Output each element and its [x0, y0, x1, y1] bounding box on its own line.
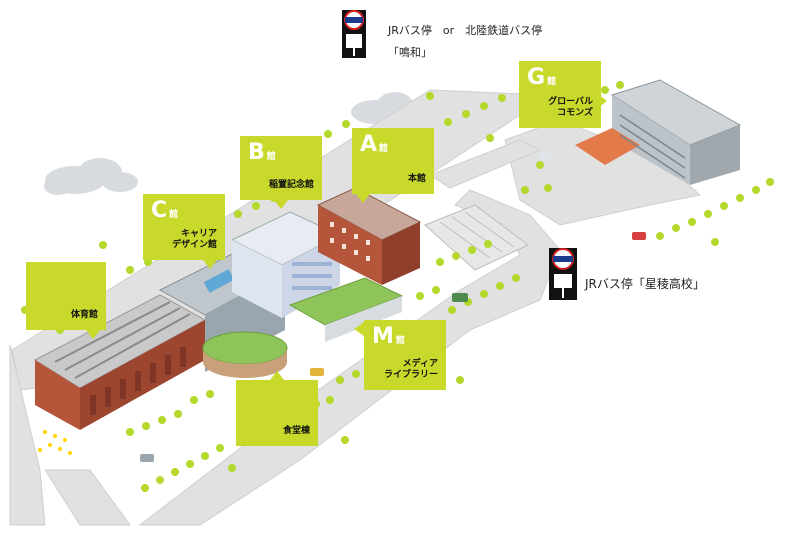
building-g-name: グローバル コモンズ: [548, 96, 593, 119]
bus-stop-sign-icon: [549, 248, 577, 300]
bus-stop-sign-icon: [342, 10, 366, 58]
gymnasium-label[interactable]: 体育館: [26, 262, 106, 339]
building-m-letter: M: [372, 324, 394, 349]
building-c-name: キャリア デザイン館: [171, 228, 217, 251]
building-b-letter: B: [248, 140, 265, 165]
bicycle-parking: [38, 430, 72, 455]
building-m-name: メディア ライブラリー: [383, 358, 438, 381]
gymnasium-building: [33, 294, 207, 430]
media-library-building: [288, 277, 404, 342]
cafeteria-name: 食堂棟: [282, 426, 310, 437]
bus-stop-top-line1: JRバス停 or 北陸鉄道バス停: [388, 24, 543, 37]
cafeteria-label[interactable]: 食堂棟: [236, 371, 318, 446]
parking-lot: [424, 204, 529, 271]
gymnasium-name: 体育館: [70, 310, 98, 321]
main-hall-building: [316, 187, 422, 285]
cafeteria-building: [202, 331, 288, 378]
building-c-letter: C: [151, 198, 168, 223]
building-a-name: 本館: [407, 174, 426, 185]
building-b-name: 稲置記念館: [268, 180, 314, 191]
cars: [140, 152, 646, 462]
building-a-letter: A: [360, 132, 378, 157]
cloud-left: [44, 158, 138, 195]
building-g-letter: G: [527, 65, 546, 90]
bus-stop-top-line2: 「鳴和」: [388, 46, 432, 59]
bus-stop-right-label: JRバス停「星稜高校」: [585, 277, 705, 291]
global-commons-building: [575, 79, 742, 185]
